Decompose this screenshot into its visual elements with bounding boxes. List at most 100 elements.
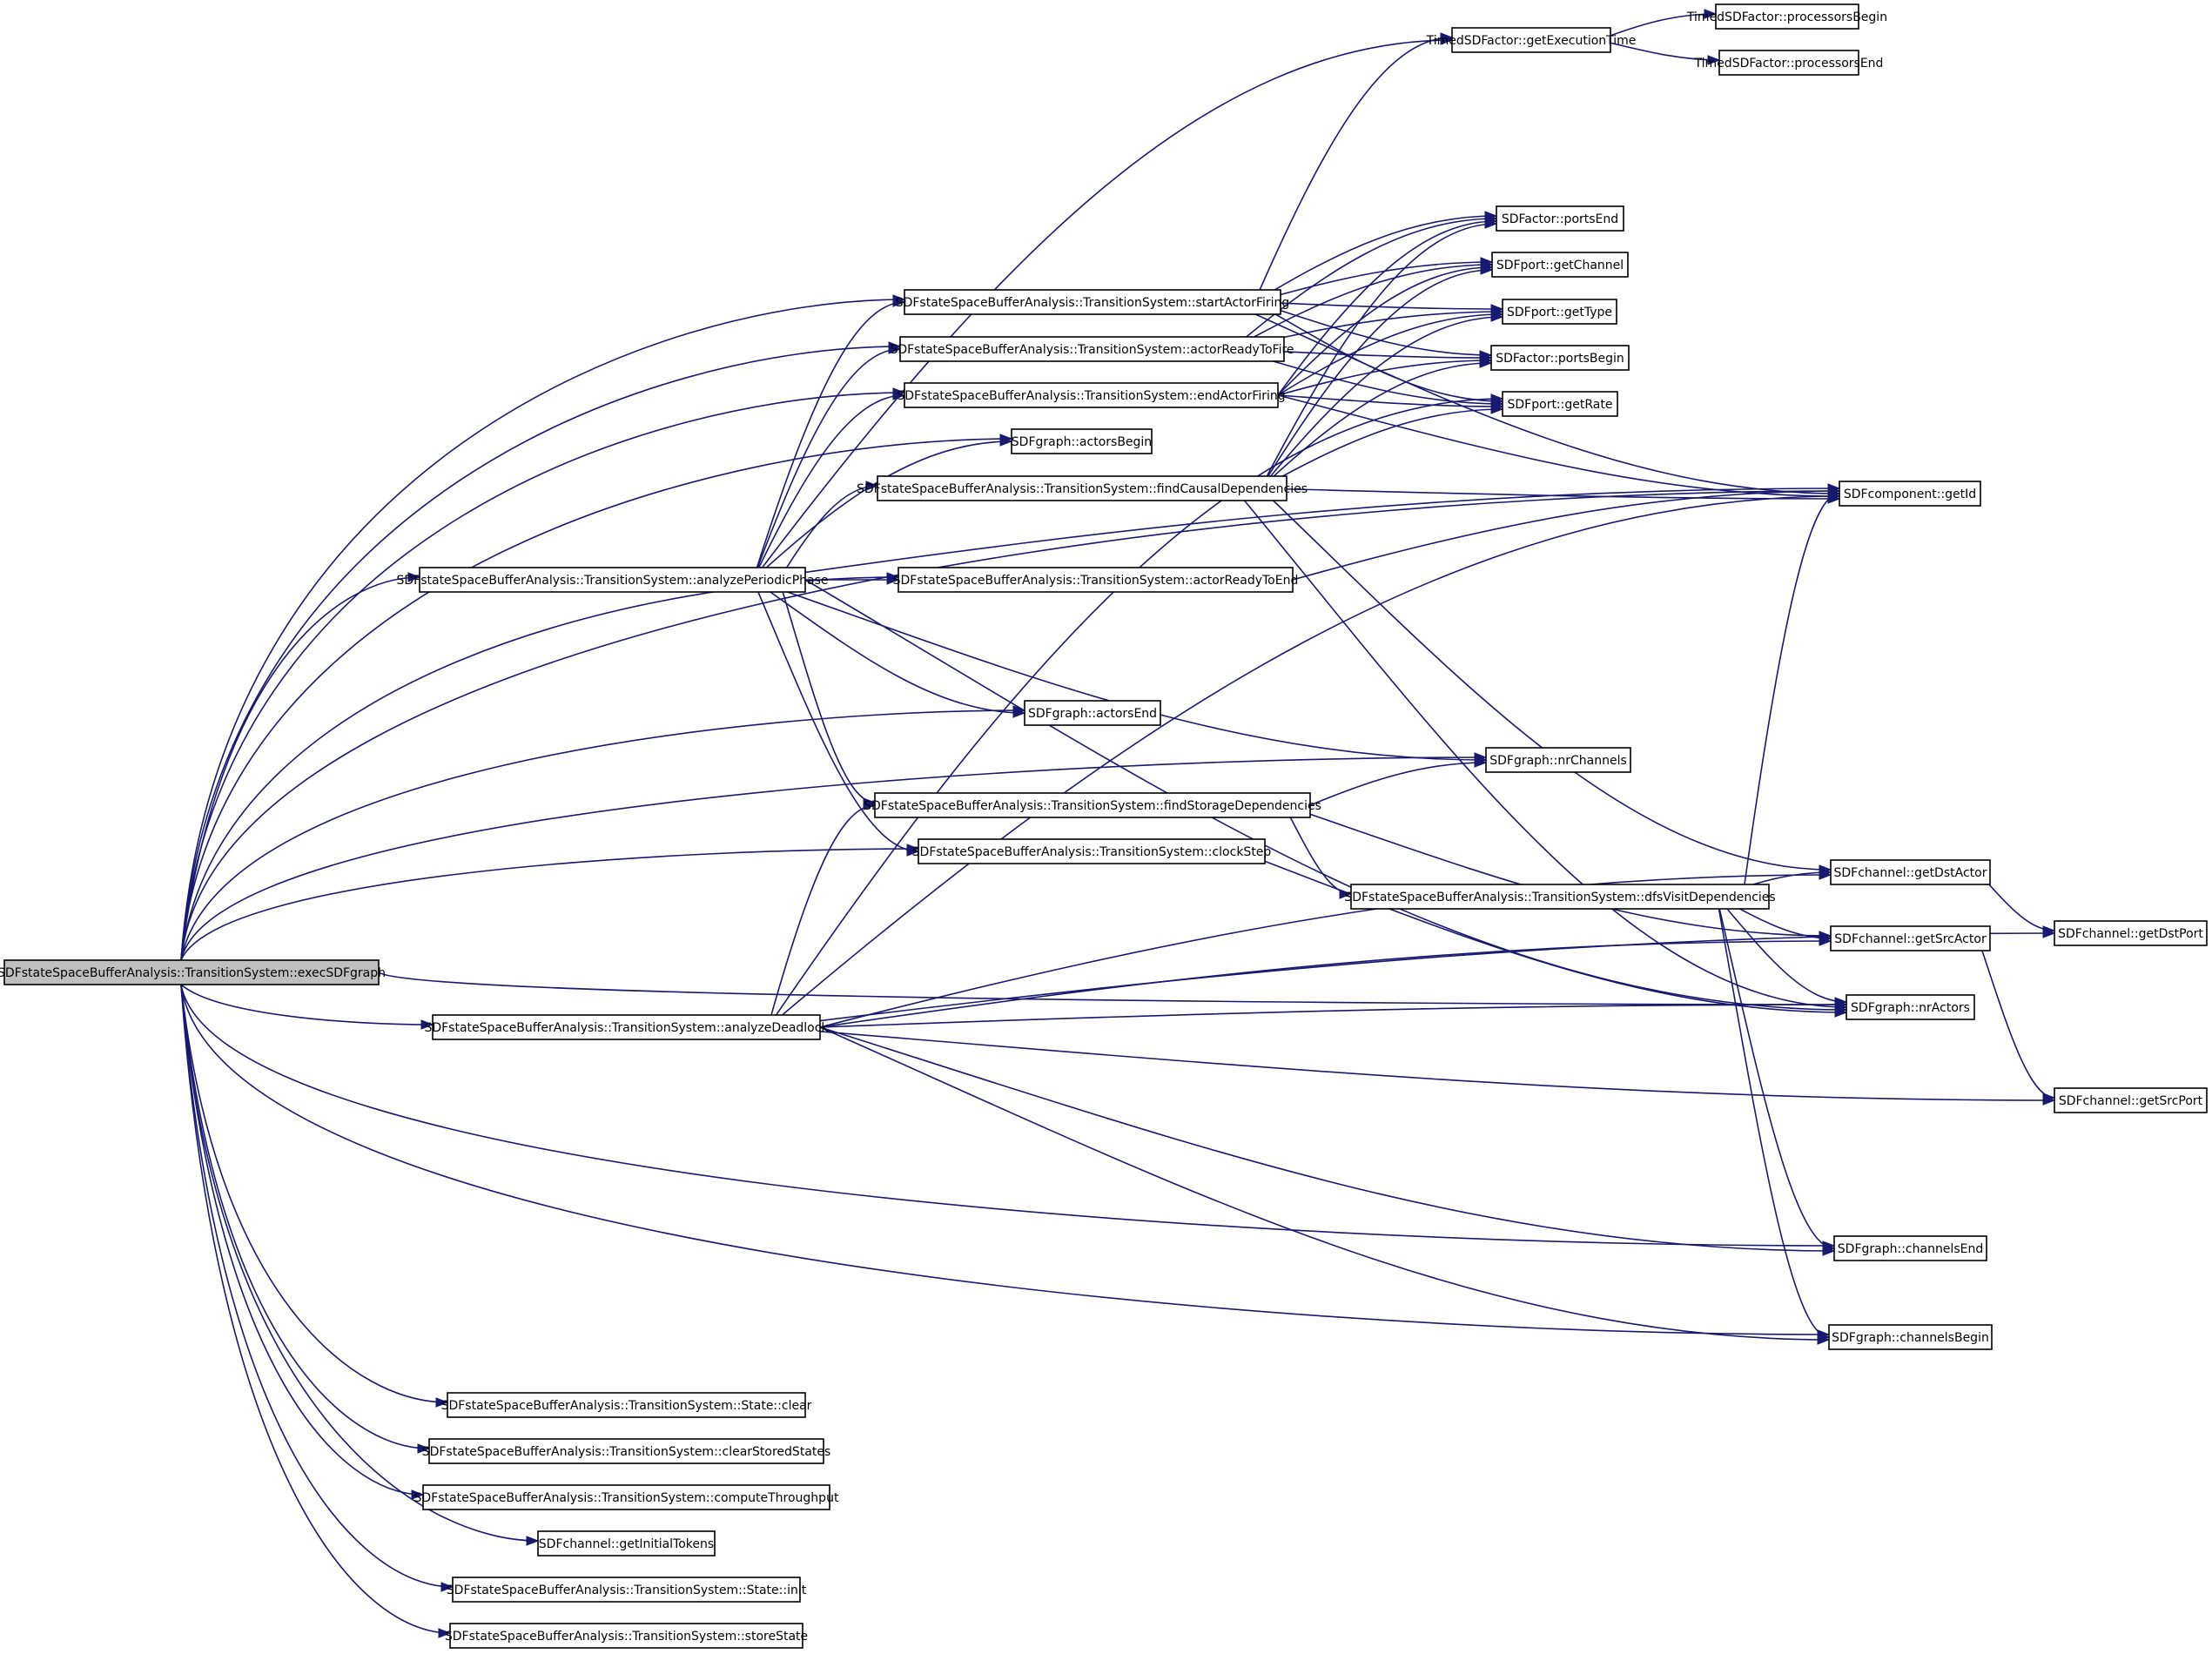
edge-find-causal-dependencies-to-get-rate [1260, 408, 1503, 489]
node-get-execution-time[interactable]: TimedSDFactor::getExecutionTime [1426, 27, 1637, 53]
edge-exec-sdfgraph-to-compute-throughput [180, 984, 424, 1496]
node-get-src-actor[interactable]: SDFchannel::getSrcActor [1830, 925, 1991, 951]
node-actor-ready-to-fire[interactable]: SDFstateSpaceBufferAnalysis::TransitionS… [890, 336, 1294, 362]
node-box [1830, 925, 1991, 951]
arrow-head-icon [1817, 1335, 1831, 1345]
edge-exec-sdfgraph-to-nr-channels [180, 756, 1487, 961]
node-channels-end[interactable]: SDFgraph::channelsEnd [1833, 1235, 1987, 1261]
node-actors-begin[interactable]: SDFgraph::actorsBegin [1011, 428, 1153, 454]
node-get-dst-actor[interactable]: SDFchannel::getDstActor [1830, 859, 1991, 885]
node-box [1715, 3, 1859, 30]
node-box [1011, 428, 1153, 454]
node-start-actor-firing[interactable]: SDFstateSpaceBufferAnalysis::TransitionS… [896, 289, 1290, 315]
edge-find-causal-dependencies-to-get-dst-actor [1260, 487, 1832, 871]
edge-analyze-periodic-phase-to-find-storage-dependencies [778, 579, 876, 803]
edge-find-storage-dependencies-to-dfs-visit-dependencies [1283, 804, 1352, 895]
edge-find-causal-dependencies-to-nr-actors [1234, 487, 1847, 1008]
edge-dfs-visit-dependencies-to-channels-end [1716, 896, 1835, 1249]
node-box [1718, 50, 1859, 76]
node-label: TimedSDFactor::getExecutionTime [1426, 34, 1637, 48]
node-box [3, 959, 380, 985]
edge-analyze-deadlock-to-get-src-port [767, 1026, 2055, 1101]
arrow-head-icon [2042, 928, 2056, 938]
node-get-rate[interactable]: SDFport::getRate [1502, 391, 1618, 417]
node-label: SDFstateSpaceBufferAnalysis::TransitionS… [864, 799, 1321, 813]
node-clock-step[interactable]: SDFstateSpaceBufferAnalysis::TransitionS… [912, 838, 1272, 864]
arrow-head-icon [1474, 757, 1488, 768]
node-box [447, 1392, 806, 1418]
edge-end-actor-firing-to-get-type [1277, 313, 1503, 396]
node-processors-end[interactable]: TimedSDFactor::processorsEnd [1694, 50, 1884, 76]
node-box [1491, 252, 1629, 278]
node-clear-stored-states[interactable]: SDFstateSpaceBufferAnalysis::TransitionS… [422, 1438, 831, 1464]
node-get-initial-tokens[interactable]: SDFchannel::getInitialTokens [537, 1530, 716, 1557]
node-box [918, 838, 1266, 864]
edge-exec-sdfgraph-to-start-actor-firing [180, 299, 905, 961]
node-get-src-port[interactable]: SDFchannel::getSrcPort [2054, 1087, 2208, 1113]
node-box [898, 567, 1294, 593]
node-get-id[interactable]: SDFcomponent::getId [1839, 481, 1981, 507]
node-actor-ready-to-end[interactable]: SDFstateSpaceBufferAnalysis::TransitionS… [893, 567, 1299, 593]
node-exec-sdfgraph[interactable]: SDFstateSpaceBufferAnalysis::TransitionS… [0, 959, 386, 985]
node-box [2054, 1087, 2208, 1113]
arrow-head-icon [1440, 35, 1454, 45]
node-compute-throughput[interactable]: SDFstateSpaceBufferAnalysis::TransitionS… [414, 1484, 839, 1510]
node-label: SDFstateSpaceBufferAnalysis::TransitionS… [897, 389, 1285, 403]
node-analyze-deadlock[interactable]: SDFstateSpaceBufferAnalysis::TransitionS… [424, 1014, 829, 1040]
node-dfs-visit-dependencies[interactable]: SDFstateSpaceBufferAnalysis::TransitionS… [1344, 884, 1776, 910]
node-label: SDFstateSpaceBufferAnalysis::TransitionS… [422, 1445, 831, 1459]
node-ports-end[interactable]: SDFactor::portsEnd [1496, 205, 1624, 232]
edge-start-actor-firing-to-get-type [1254, 301, 1503, 310]
node-label: SDFstateSpaceBufferAnalysis::TransitionS… [857, 482, 1308, 496]
node-label: SDFactor::portsBegin [1496, 352, 1624, 366]
arrow-head-icon [435, 1397, 449, 1408]
node-ports-begin[interactable]: SDFactor::portsBegin [1490, 345, 1630, 371]
node-find-causal-dependencies[interactable]: SDFstateSpaceBufferAnalysis::TransitionS… [857, 475, 1308, 501]
node-analyze-periodic-phase[interactable]: SDFstateSpaceBufferAnalysis::TransitionS… [396, 567, 829, 593]
node-state-clear[interactable]: SDFstateSpaceBufferAnalysis::TransitionS… [441, 1392, 812, 1418]
node-label: SDFstateSpaceBufferAnalysis::TransitionS… [896, 296, 1290, 310]
node-label: SDFcomponent::getId [1844, 487, 1976, 501]
arrow-head-icon [1484, 219, 1498, 229]
node-nr-actors[interactable]: SDFgraph::nrActors [1846, 994, 1975, 1020]
node-get-dst-port[interactable]: SDFchannel::getDstPort [2054, 920, 2208, 946]
edge-actor-ready-to-fire-to-get-channel [1231, 264, 1493, 350]
edge-analyze-periodic-phase-to-start-actor-firing [752, 301, 905, 581]
arrow-head-icon [1707, 55, 1721, 65]
node-find-storage-dependencies[interactable]: SDFstateSpaceBufferAnalysis::TransitionS… [864, 792, 1321, 818]
edge-end-actor-firing-to-ports-begin [1277, 360, 1492, 396]
node-end-actor-firing[interactable]: SDFstateSpaceBufferAnalysis::TransitionS… [897, 382, 1286, 408]
node-box [1846, 994, 1975, 1020]
edge-analyze-deadlock-to-channels-begin [819, 1026, 1830, 1341]
node-get-channel[interactable]: SDFport::getChannel [1491, 252, 1629, 278]
edge-exec-sdfgraph-to-clock-step [180, 848, 919, 961]
node-label: SDFstateSpaceBufferAnalysis::TransitionS… [912, 845, 1272, 859]
edge-analyze-periodic-phase-to-end-actor-firing [752, 394, 905, 581]
node-label: SDFstateSpaceBufferAnalysis::TransitionS… [1344, 891, 1775, 904]
node-state-init[interactable]: SDFstateSpaceBufferAnalysis::TransitionS… [447, 1577, 807, 1603]
node-label: SDFstateSpaceBufferAnalysis::TransitionS… [424, 1021, 829, 1035]
edge-exec-sdfgraph-to-actors-end [180, 709, 1025, 961]
node-actors-end[interactable]: SDFgraph::actorsEnd [1024, 700, 1161, 726]
edge-actor-ready-to-fire-to-ports-end [1231, 218, 1497, 350]
node-channels-begin[interactable]: SDFgraph::channelsBegin [1828, 1324, 1993, 1350]
edge-analyze-periodic-phase-to-get-execution-time [752, 39, 1453, 581]
node-box [432, 1014, 821, 1040]
node-processors-begin[interactable]: TimedSDFactor::processorsBegin [1686, 3, 1887, 30]
edge-end-actor-firing-to-get-rate [1277, 394, 1503, 407]
arrow-head-icon [407, 572, 421, 582]
arrow-head-icon [1822, 1246, 1836, 1256]
node-box [2054, 920, 2208, 946]
edge-exec-sdfgraph-to-actors-begin [180, 438, 1012, 961]
node-box [1490, 345, 1630, 371]
edge-find-storage-dependencies-to-nr-channels [1309, 762, 1487, 806]
edge-exec-sdfgraph-to-channels-begin [180, 984, 1830, 1335]
node-box [422, 1484, 830, 1510]
node-label: SDFactor::portsEnd [1502, 212, 1618, 226]
node-label: SDFchannel::getDstActor [1834, 866, 1987, 880]
node-store-state[interactable]: SDFstateSpaceBufferAnalysis::TransitionS… [445, 1623, 808, 1649]
edge-start-actor-firing-to-get-execution-time [1254, 37, 1453, 303]
node-nr-channels[interactable]: SDFgraph::nrChannels [1485, 747, 1631, 773]
edge-analyze-deadlock-to-channels-end [819, 1026, 1835, 1252]
node-get-type[interactable]: SDFport::getType [1502, 299, 1617, 325]
